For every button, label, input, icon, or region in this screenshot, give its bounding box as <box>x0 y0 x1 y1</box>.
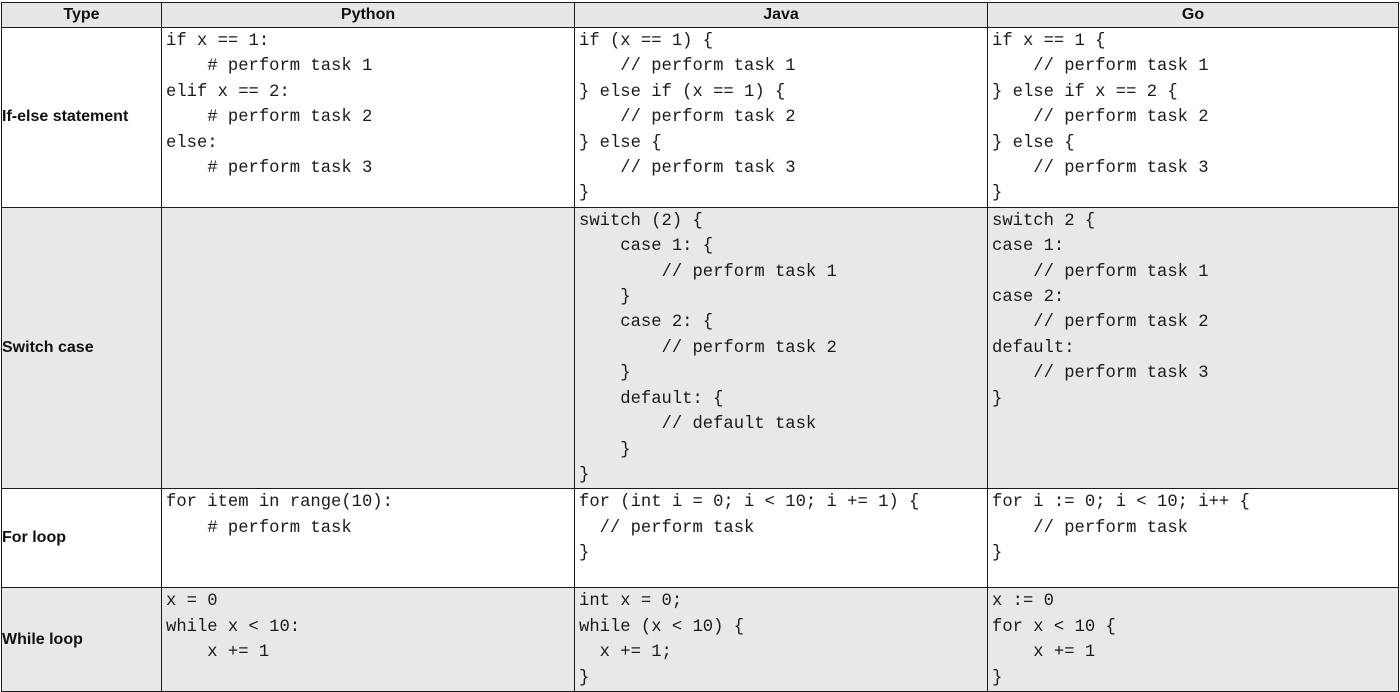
go-code: if x == 1 { // perform task 1 } else if … <box>992 32 1209 204</box>
row-type-label: While loop <box>1 587 162 692</box>
header-row: Type Python Java Go <box>1 2 1399 28</box>
header-python: Python <box>161 2 575 28</box>
python-code-cell: if x == 1: # perform task 1 elif x == 2:… <box>161 27 575 208</box>
python-code <box>163 208 574 209</box>
table-row-switch-case: Switch case switch (2) { case 1: { // pe… <box>1 206 1399 490</box>
java-code: int x = 0; while (x < 10) { x += 1; } <box>579 592 745 688</box>
go-code-cell: switch 2 { case 1: // perform task 1 cas… <box>987 206 1399 490</box>
java-code: if (x == 1) { // perform task 1 } else i… <box>579 32 796 204</box>
header-java: Java <box>574 2 988 28</box>
java-code: for (int i = 0; i < 10; i += 1) { // per… <box>579 493 920 564</box>
row-type-label: For loop <box>1 488 162 589</box>
python-code: for item in range(10): # perform task <box>166 493 393 538</box>
java-code-cell: switch (2) { case 1: { // perform task 1… <box>574 206 988 490</box>
python-code-cell: x = 0 while x < 10: x += 1 <box>161 587 575 692</box>
java-code-cell: if (x == 1) { // perform task 1 } else i… <box>574 27 988 208</box>
go-code: for i := 0; i < 10; i++ { // perform tas… <box>992 493 1250 564</box>
table-row-if-else: If-else statement if x == 1: # perform t… <box>1 27 1399 208</box>
table-row-for-loop: For loop for item in range(10): # perfor… <box>1 488 1399 589</box>
header-type: Type <box>1 2 162 28</box>
java-code-cell: for (int i = 0; i < 10; i += 1) { // per… <box>574 488 988 589</box>
java-code: switch (2) { case 1: { // perform task 1… <box>579 211 837 485</box>
python-code: x = 0 while x < 10: x += 1 <box>166 592 301 663</box>
go-code: x := 0 for x < 10 { x += 1 } <box>992 592 1116 688</box>
go-code-cell: for i := 0; i < 10; i++ { // perform tas… <box>987 488 1399 589</box>
go-code-cell: if x == 1 { // perform task 1 } else if … <box>987 27 1399 208</box>
go-code-cell: x := 0 for x < 10 { x += 1 } <box>987 587 1399 692</box>
row-type-label: If-else statement <box>1 27 162 208</box>
python-code-cell: for item in range(10): # perform task <box>161 488 575 589</box>
go-code: switch 2 { case 1: // perform task 1 cas… <box>992 211 1209 409</box>
row-type-label: Switch case <box>1 206 162 490</box>
header-go: Go <box>987 2 1399 28</box>
python-code: if x == 1: # perform task 1 elif x == 2:… <box>166 32 373 179</box>
java-code-cell: int x = 0; while (x < 10) { x += 1; } <box>574 587 988 692</box>
python-code-cell <box>161 206 575 490</box>
table-row-while-loop: While loop x = 0 while x < 10: x += 1 in… <box>1 587 1399 692</box>
